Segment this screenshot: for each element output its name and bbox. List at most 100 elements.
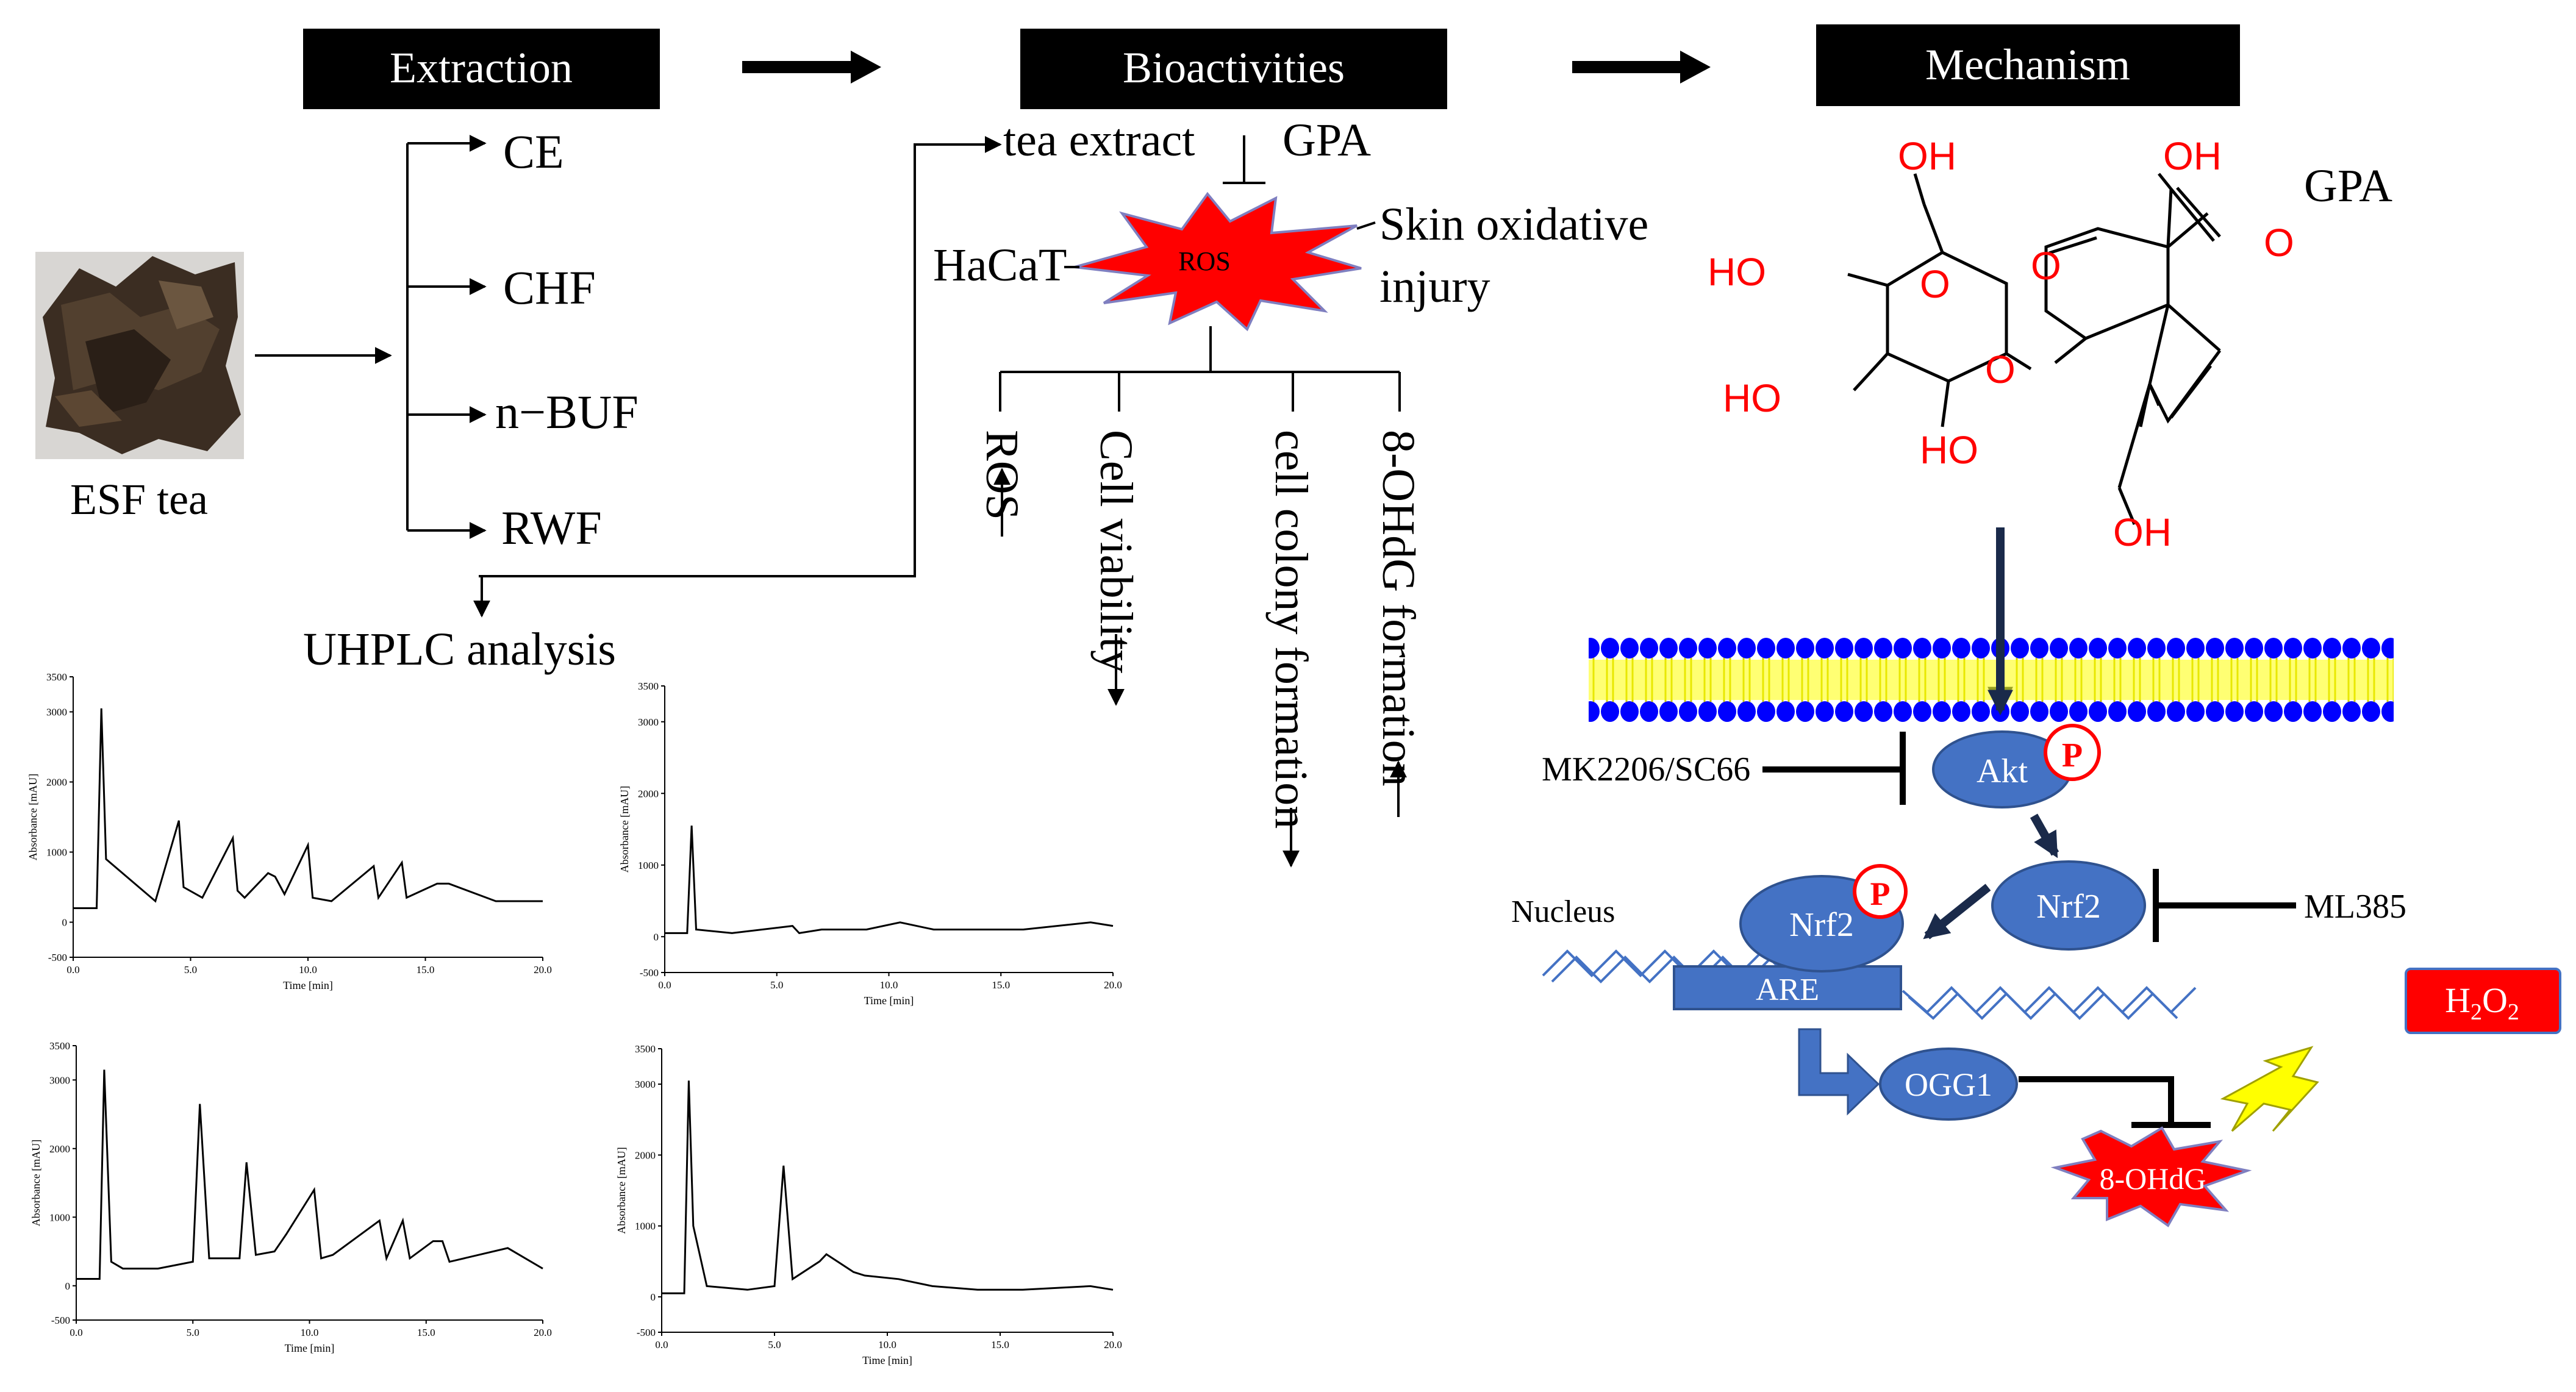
skin-injury-label-2: injury bbox=[1379, 261, 1490, 312]
y-axis-label: Absorbance [mAU] bbox=[30, 1140, 42, 1226]
x-tick-label: 15.0 bbox=[991, 1339, 1009, 1351]
y-tick-label: -500 bbox=[48, 952, 67, 963]
y-tick-label: 2000 bbox=[46, 777, 67, 788]
x-axis-label: Time [min] bbox=[285, 1342, 335, 1354]
svg-text:HO: HO bbox=[1723, 376, 1781, 420]
x-tick-label: 20.0 bbox=[534, 1327, 552, 1338]
y-tick-label: 3000 bbox=[49, 1074, 70, 1086]
inhibitor-nrf2: ML385 bbox=[2304, 888, 2406, 926]
y-tick-label: 3500 bbox=[638, 680, 659, 692]
flow-arrow-1 bbox=[742, 51, 881, 84]
ogg1-node: OGG1 bbox=[1879, 1048, 2018, 1121]
membrane-core bbox=[1589, 660, 2394, 700]
chromatogram-trace bbox=[73, 708, 543, 909]
x-tick-label: 10.0 bbox=[878, 1339, 896, 1351]
svg-text:OGG1: OGG1 bbox=[1905, 1066, 1992, 1103]
connector-to-uhplc bbox=[473, 575, 490, 618]
svg-text:ROS: ROS bbox=[1178, 246, 1231, 276]
svg-text:OH: OH bbox=[1898, 134, 1956, 178]
x-tick-label: 20.0 bbox=[1104, 979, 1122, 991]
x-tick-label: 5.0 bbox=[768, 1339, 781, 1351]
outcome-8ohdg: 8-OHdG formation bbox=[1373, 430, 1424, 787]
svg-text:OH: OH bbox=[2113, 510, 2172, 554]
skin-injury-label-1: Skin oxidative bbox=[1379, 199, 1648, 250]
are-to-ogg1-arrow bbox=[1798, 1028, 1880, 1116]
h2o2-box: H2O2 bbox=[2405, 968, 2561, 1034]
y-tick-label: 0 bbox=[654, 931, 659, 943]
y-tick-label: 2000 bbox=[638, 788, 659, 799]
svg-text:O: O bbox=[2264, 221, 2294, 265]
nucleus-label: Nucleus bbox=[1511, 894, 1615, 929]
header-mechanism: Mechanism bbox=[1816, 24, 2240, 106]
x-axis-label: Time [min] bbox=[864, 994, 914, 1007]
y-tick-label: 0 bbox=[65, 1280, 71, 1292]
inhibitor-akt: MK2206/SC66 bbox=[1542, 751, 1750, 788]
y-tick-label: -500 bbox=[51, 1315, 70, 1326]
x-tick-label: 5.0 bbox=[770, 979, 783, 991]
y-tick-label: 2000 bbox=[635, 1149, 656, 1161]
chromatogram-trace bbox=[76, 1069, 543, 1280]
svg-text:P: P bbox=[1870, 876, 1891, 912]
svg-text:HO: HO bbox=[1708, 250, 1766, 294]
nrf2-phospho-badge: P bbox=[1853, 864, 1908, 919]
hacat-label: HaCaT bbox=[933, 240, 1067, 291]
y-tick-label: 0 bbox=[651, 1291, 656, 1303]
svg-text:ARE: ARE bbox=[1756, 973, 1819, 1007]
y-tick-label: 3500 bbox=[46, 671, 67, 683]
y-tick-label: 3000 bbox=[46, 707, 67, 718]
svg-text:Bioactivities: Bioactivities bbox=[1123, 43, 1345, 92]
outcome-cell-viability: Cell viability bbox=[1090, 430, 1142, 673]
y-tick-label: 3000 bbox=[638, 716, 659, 728]
x-tick-label: 5.0 bbox=[184, 964, 197, 976]
chromatogram-trace bbox=[662, 1080, 1114, 1294]
gpa-label-bio: GPA bbox=[1283, 115, 1371, 166]
fraction-nbuf: n−BUF bbox=[495, 385, 639, 438]
y-tick-label: 0 bbox=[62, 917, 68, 929]
fraction-chf: CHF bbox=[503, 261, 596, 314]
x-tick-label: 0.0 bbox=[658, 979, 671, 991]
x-tick-label: 15.0 bbox=[417, 1327, 435, 1338]
svg-text:OH: OH bbox=[2163, 134, 2222, 178]
chromatogram-trace bbox=[665, 826, 1114, 935]
svg-text:HO: HO bbox=[1920, 428, 1978, 472]
y-tick-label: -500 bbox=[637, 1327, 656, 1338]
y-tick-label: 1000 bbox=[49, 1212, 70, 1223]
nrf2-node: Nrf2 bbox=[1991, 860, 2146, 951]
molecule-atoms: OH HO O HO HO OH O O O OH O OH bbox=[1708, 134, 2294, 554]
x-tick-label: 10.0 bbox=[880, 979, 898, 991]
svg-text:Akt: Akt bbox=[1977, 752, 2028, 790]
y-tick-label: 1000 bbox=[635, 1221, 656, 1232]
y-tick-label: 3500 bbox=[49, 1040, 70, 1052]
nrf2-translocation-arrow bbox=[1923, 883, 1991, 940]
fraction-ce: CE bbox=[503, 125, 564, 178]
outcome-colony: cell colony formation bbox=[1265, 430, 1317, 829]
y-tick-label: 1000 bbox=[638, 860, 659, 871]
akt-node: Akt bbox=[1932, 730, 2072, 808]
x-axis-label: Time [min] bbox=[283, 979, 333, 991]
x-tick-label: 10.0 bbox=[301, 1327, 319, 1338]
y-axis-label: Absorbance [mAU] bbox=[615, 1147, 628, 1233]
y-axis-label: Absorbance [mAU] bbox=[27, 774, 39, 860]
x-tick-label: 20.0 bbox=[1104, 1339, 1122, 1351]
connector-to-tea-extract bbox=[479, 136, 1002, 577]
akt-phospho-badge: P bbox=[2044, 724, 2101, 781]
x-tick-label: 20.0 bbox=[534, 964, 552, 976]
x-tick-label: 5.0 bbox=[187, 1327, 199, 1338]
svg-text:O: O bbox=[2031, 244, 2061, 288]
y-axis-label: Absorbance [mAU] bbox=[618, 786, 631, 873]
gpa-compound-label: GPA bbox=[2304, 160, 2392, 212]
x-axis-label: Time [min] bbox=[862, 1354, 912, 1366]
x-tick-label: 0.0 bbox=[66, 964, 79, 976]
ogg1-inhibit-line bbox=[2019, 1076, 2174, 1125]
gpa-molecule bbox=[1847, 173, 2222, 525]
header-bioactivities: Bioactivities bbox=[1020, 29, 1447, 109]
svg-text:Extraction: Extraction bbox=[390, 43, 573, 92]
y-tick-label: 3000 bbox=[635, 1079, 656, 1090]
svg-text:P: P bbox=[2062, 737, 2083, 774]
x-tick-label: 15.0 bbox=[992, 979, 1010, 991]
